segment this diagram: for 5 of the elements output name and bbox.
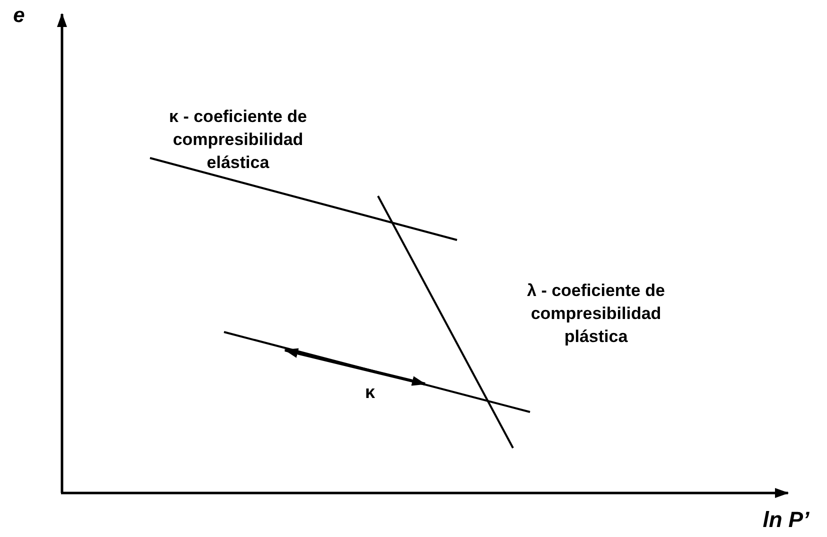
annotation-text: λ - coeficiente de compresibilidad plástica	[526, 280, 666, 348]
slope-label: κ	[364, 381, 376, 404]
axis-label: ln P’	[762, 506, 810, 534]
axis-label: e	[12, 3, 26, 29]
annotation-text: κ - coeficiente de compresibilidad elástica	[168, 106, 308, 174]
